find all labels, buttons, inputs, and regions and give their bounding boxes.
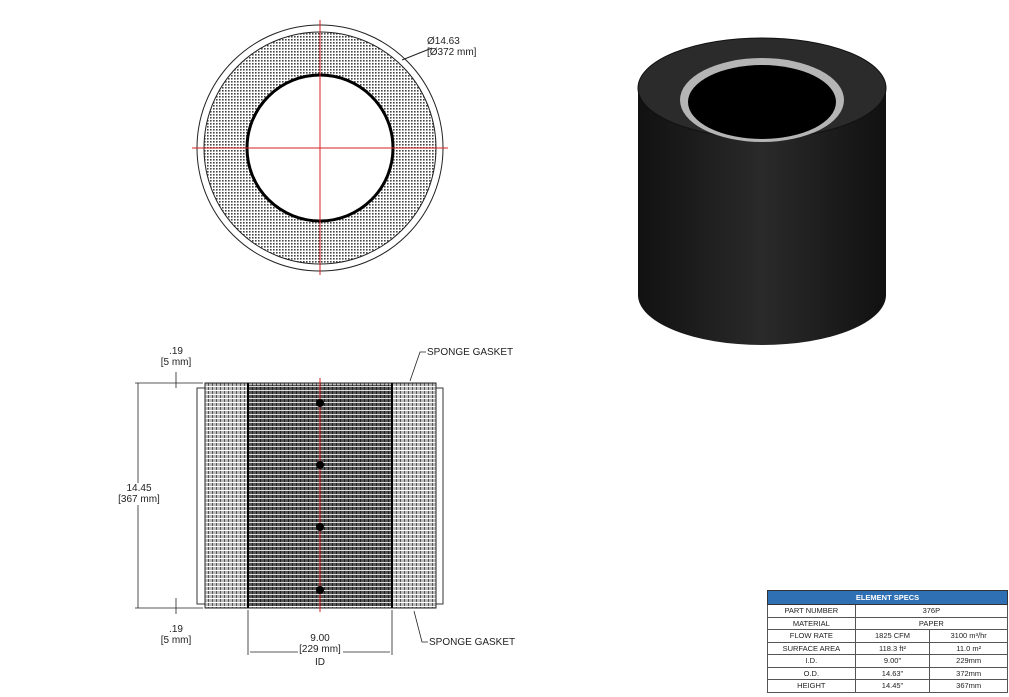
- row-imperial: 118.3 ft²: [854, 641, 931, 655]
- table-row: I.D.9.00"229mm: [767, 654, 1008, 668]
- id-mm: [229 mm]: [299, 644, 341, 655]
- row-imperial: 14.45": [854, 679, 931, 693]
- id-dimension: 9.00[229 mm] ID: [296, 633, 344, 668]
- row-label: PART NUMBER: [767, 604, 856, 618]
- row-value: 376P: [854, 604, 1009, 618]
- id-label: ID: [315, 657, 325, 668]
- sponge-gasket-top-label: SPONGE GASKET: [427, 347, 514, 358]
- height-mm: [367 mm]: [118, 494, 160, 505]
- top-gap-in: .19: [169, 346, 183, 357]
- specs-title: ELEMENT SPECS: [767, 590, 1008, 605]
- od-dimension: Ø14.63[Ø372 mm]: [427, 36, 476, 58]
- row-imperial: 9.00": [854, 654, 931, 668]
- row-metric: 367mm: [929, 679, 1008, 693]
- row-metric: 372mm: [929, 666, 1008, 680]
- row-value: PAPER: [854, 616, 1009, 630]
- row-label: HEIGHT: [767, 679, 856, 693]
- od-inches: Ø14.63: [427, 36, 460, 47]
- top-gap-dimension: .19[5 mm]: [158, 346, 194, 368]
- row-metric: 3100 m³/hr: [929, 629, 1008, 643]
- row-imperial: 14.63": [854, 666, 931, 680]
- height-in: 14.45: [126, 483, 152, 494]
- bottom-gap-dimension: .19[5 mm]: [158, 624, 194, 646]
- side-view: [135, 351, 444, 655]
- sponge-gasket-bottom-label: SPONGE GASKET: [429, 637, 516, 648]
- od-mm: [Ø372 mm]: [427, 47, 477, 58]
- isometric-view: [637, 37, 887, 345]
- row-label: SURFACE AREA: [767, 641, 856, 655]
- row-label: MATERIAL: [767, 616, 856, 630]
- row-label: I.D.: [767, 654, 856, 668]
- top-gap-mm: [5 mm]: [160, 357, 192, 368]
- row-label: FLOW RATE: [767, 629, 856, 643]
- row-imperial: 1825 CFM: [854, 629, 931, 643]
- row-metric: 229mm: [929, 654, 1008, 668]
- bottom-gap-in: .19: [169, 624, 183, 635]
- id-in: 9.00: [310, 633, 330, 644]
- height-dimension: 14.45[367 mm]: [113, 483, 165, 505]
- bottom-gap-mm: [5 mm]: [160, 635, 192, 646]
- row-metric: 11.0 m²: [929, 641, 1008, 655]
- table-row: O.D.14.63"372mm: [767, 666, 1008, 680]
- top-view: [192, 20, 448, 275]
- row-label: O.D.: [767, 666, 856, 680]
